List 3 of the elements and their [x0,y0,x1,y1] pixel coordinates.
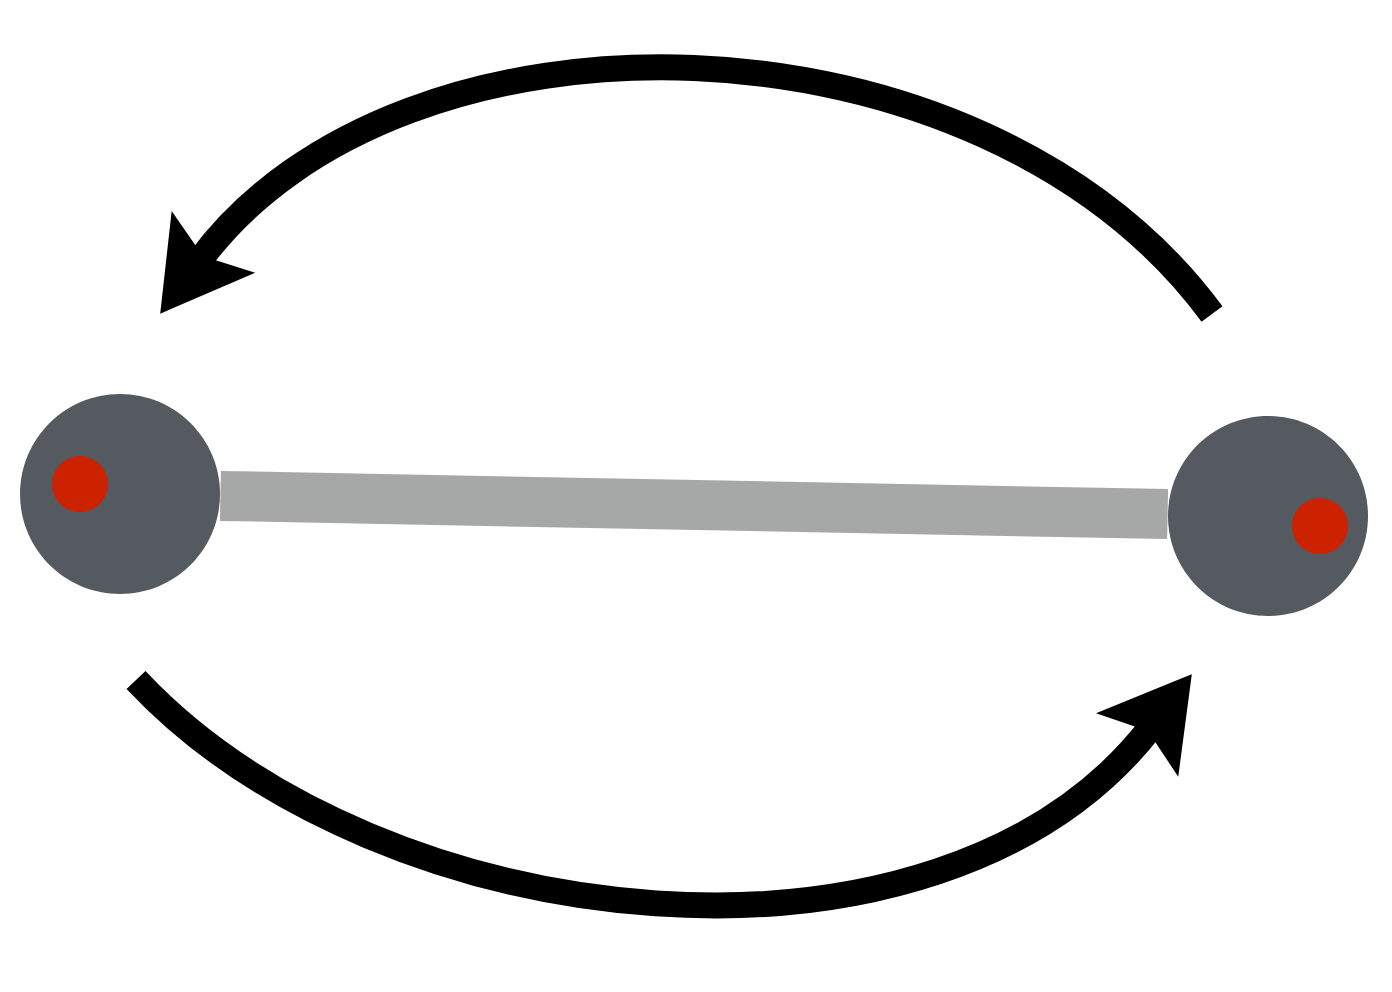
ball [20,394,220,594]
connecting-rod [219,470,1169,540]
ball [1168,416,1368,616]
